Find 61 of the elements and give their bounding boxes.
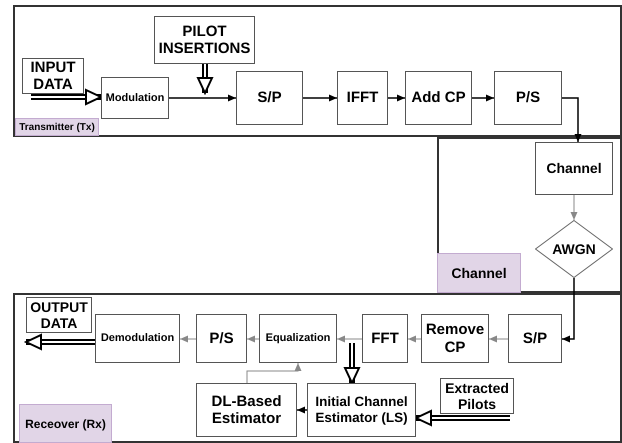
box-label: P/S (516, 89, 540, 107)
box-label: DL-Based Estimator (210, 392, 282, 428)
process-box (508, 314, 562, 363)
arrow (25, 334, 95, 350)
arrow (388, 94, 405, 102)
box-label: Equalization (266, 332, 330, 345)
box-label: Extracted Pilots (444, 380, 510, 412)
box-label: INPUT DATA (30, 58, 76, 94)
process-box (362, 314, 408, 363)
process-box (196, 314, 247, 363)
process-box (337, 71, 388, 125)
process-box (421, 314, 489, 363)
arrow (246, 362, 302, 384)
section-label: Receover (Rx) (19, 404, 112, 443)
box-label: IFFT (346, 89, 378, 107)
arrow (562, 97, 582, 142)
box-label: P/S (209, 330, 234, 348)
section-panel (13, 293, 622, 443)
arrow (562, 278, 575, 342)
box-label: Add CP (411, 89, 466, 107)
process-box (405, 71, 472, 125)
arrow (344, 343, 360, 384)
process-box (196, 383, 297, 437)
section-label: Channel (437, 253, 521, 293)
process-box (154, 16, 255, 64)
arrow (488, 336, 508, 342)
decision-diamond (535, 220, 613, 278)
arrow (169, 94, 236, 102)
arrow (297, 406, 307, 414)
box-label: AWGN (552, 240, 596, 258)
box-label: Modulation (106, 92, 164, 104)
box-label: PILOT INSERTIONS (158, 22, 252, 58)
box-label: S/P (257, 89, 282, 107)
arrow (303, 94, 337, 102)
process-box (101, 77, 169, 119)
process-box (307, 383, 416, 437)
arrow (246, 336, 260, 342)
arrow (180, 336, 196, 342)
arrow (408, 336, 422, 342)
arrow (472, 94, 494, 102)
box-label: Channel (546, 160, 602, 177)
process-box (95, 314, 180, 363)
process-box (259, 314, 337, 363)
box-label: S/P (522, 330, 548, 348)
process-box (535, 142, 613, 195)
box-label: Remove CP (424, 321, 486, 356)
section-panel (13, 5, 622, 137)
arrow (197, 64, 213, 94)
process-box (22, 58, 84, 94)
box-label: Initial Channel Estimator (LS) (314, 394, 409, 426)
box-label: FFT (371, 330, 399, 348)
arrow (336, 336, 362, 342)
section-label: Transmitter (Tx) (15, 118, 99, 136)
arrow (31, 89, 102, 105)
process-box (494, 71, 562, 125)
section-panel (437, 137, 622, 293)
arrow (570, 194, 578, 220)
process-box (236, 71, 303, 125)
box-label: Demodulation (100, 332, 174, 345)
arrow (415, 410, 510, 426)
box-label: OUTPUT DATA (29, 298, 89, 332)
